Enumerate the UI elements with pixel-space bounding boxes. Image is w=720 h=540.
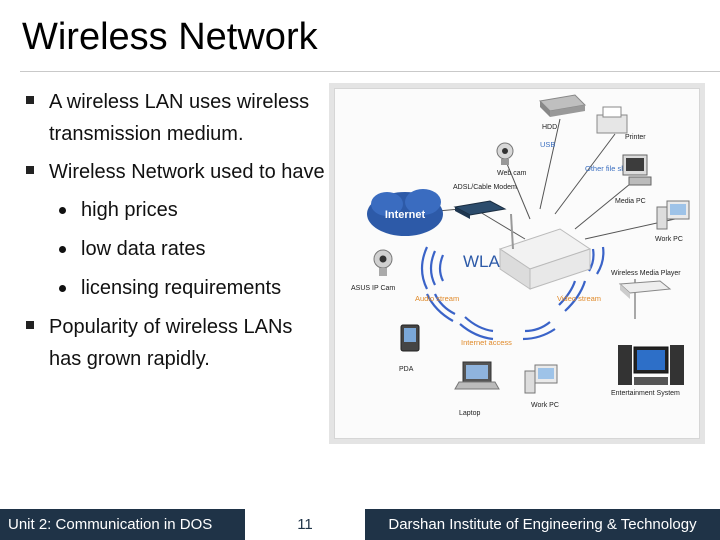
video-stream-label: Video stream xyxy=(557,294,601,303)
internet-access-label: Internet access xyxy=(461,338,512,347)
bullet-text: Wireless Network used to have xyxy=(49,161,325,183)
sub-bullet-text: high prices xyxy=(81,199,178,221)
hdd-label: HDD xyxy=(542,124,557,131)
bullet-text: Popularity of wireless LANs has grown ra… xyxy=(49,316,293,370)
internet-cloud-icon: Internet xyxy=(367,189,443,236)
sub-bullet-text: low data rates xyxy=(81,238,206,260)
slide-title: Wireless Network xyxy=(22,16,318,58)
work-pc-icon xyxy=(524,364,558,394)
ip-camera-icon xyxy=(373,249,393,276)
hdd-icon xyxy=(538,94,587,117)
entertainment-system-label: Entertainment System xyxy=(611,390,680,397)
work-pc-bottom-label: Work PC xyxy=(531,402,559,409)
round-bullet-icon xyxy=(59,285,66,292)
sub-bullet-text: licensing requirements xyxy=(81,277,282,299)
work-pc-right-label: Work PC xyxy=(655,236,683,243)
asus-ip-cam-label: ASUS IP Cam xyxy=(351,285,395,292)
bullet-item: A wireless LAN uses wireless transmissio… xyxy=(26,86,326,150)
round-bullet-icon xyxy=(59,246,66,253)
work-pc-icon xyxy=(656,200,690,230)
bullet-item: Popularity of wireless LANs has grown ra… xyxy=(26,311,326,375)
square-bullet-icon xyxy=(26,96,34,104)
media-pc-icon xyxy=(622,154,652,186)
usb-label: USB xyxy=(540,140,555,149)
webcam-label: Web cam xyxy=(497,170,527,177)
square-bullet-icon xyxy=(26,166,34,174)
adsl-modem-label: ADSL/Cable Modem xyxy=(453,184,517,191)
adsl-modem-icon xyxy=(453,200,507,219)
media-pc-label: Media PC xyxy=(615,198,646,205)
wireless-network-diagram: Internet WLAN HDD Pr xyxy=(329,83,705,444)
diagram-svg: Internet WLAN HDD Pr xyxy=(351,94,690,417)
laptop-icon xyxy=(454,361,500,390)
sub-bullet-item: low data rates xyxy=(26,233,326,265)
bullet-text: A wireless LAN uses wireless transmissio… xyxy=(49,91,310,145)
slide-footer: Unit 2: Communication in DOS 11 Darshan … xyxy=(0,509,720,540)
other-file-sharing-label: Other file sharing xyxy=(585,164,642,173)
round-bullet-icon xyxy=(59,207,66,214)
webcam-icon xyxy=(496,142,514,165)
footer-course: Unit 2: Communication in DOS xyxy=(0,509,245,540)
sub-bullet-item: high prices xyxy=(26,194,326,226)
sub-bullet-item: licensing requirements xyxy=(26,272,326,304)
title-divider xyxy=(20,71,720,72)
internet-label: Internet xyxy=(385,209,426,221)
footer-page-number: 11 xyxy=(245,509,365,540)
bullet-list: A wireless LAN uses wireless transmissio… xyxy=(26,86,326,381)
printer-icon xyxy=(596,106,628,134)
wireless-router-icon xyxy=(498,213,592,290)
diagram-canvas: Internet WLAN HDD Pr xyxy=(334,88,700,439)
laptop-label: Laptop xyxy=(459,410,481,417)
footer-institute: Darshan Institute of Engineering & Techn… xyxy=(365,509,720,540)
bullet-item: Wireless Network used to have xyxy=(26,156,326,188)
wireless-media-player-label: Wireless Media Player xyxy=(611,270,681,277)
square-bullet-icon xyxy=(26,321,34,329)
pda-label: PDA xyxy=(399,366,414,373)
media-player-icon xyxy=(618,280,672,299)
entertainment-system-icon xyxy=(618,345,684,385)
audio-stream-label: Audio stream xyxy=(415,294,459,303)
pda-icon xyxy=(400,324,420,352)
wireless-waves xyxy=(420,246,605,341)
printer-label: Printer xyxy=(625,134,646,141)
